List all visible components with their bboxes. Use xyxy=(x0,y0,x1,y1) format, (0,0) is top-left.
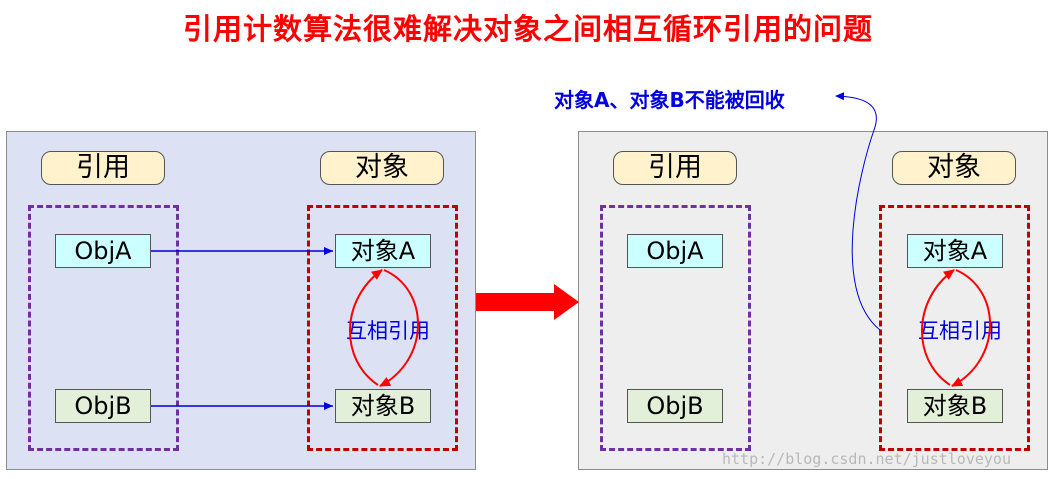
note-pointer-arrow xyxy=(835,92,881,331)
object-header: 对象 xyxy=(892,151,1016,185)
watermark: http://blog.csdn.net/justloveyou xyxy=(722,450,1011,468)
object-group xyxy=(307,205,458,451)
obj-a-reference: ObjA xyxy=(55,234,151,268)
obj-b-reference: ObjB xyxy=(627,389,723,423)
obj-a-reference: ObjA xyxy=(627,234,723,268)
cannot-be-collected-note: 对象A、对象B不能被回收 xyxy=(554,88,785,112)
mutual-arrow-down xyxy=(951,269,991,387)
reference-header: 引用 xyxy=(613,151,737,185)
object-a: 对象A xyxy=(335,234,431,268)
object-group xyxy=(879,205,1030,451)
object-b: 对象B xyxy=(335,389,431,423)
obj-b-reference: ObjB xyxy=(55,389,151,423)
object-b: 对象B xyxy=(907,389,1003,423)
mutual-arrow-up xyxy=(349,269,383,386)
reference-group xyxy=(28,205,179,451)
reference-group xyxy=(600,205,751,451)
mutual-arrow-up xyxy=(921,269,955,386)
object-header: 对象 xyxy=(320,151,444,185)
object-a: 对象A xyxy=(907,234,1003,268)
mutual-arrow-down xyxy=(379,269,419,387)
diagram-title: 引用计数算法很难解决对象之间相互循环引用的问题 xyxy=(182,12,873,46)
transition-arrow xyxy=(476,284,579,320)
reference-header: 引用 xyxy=(41,151,165,185)
